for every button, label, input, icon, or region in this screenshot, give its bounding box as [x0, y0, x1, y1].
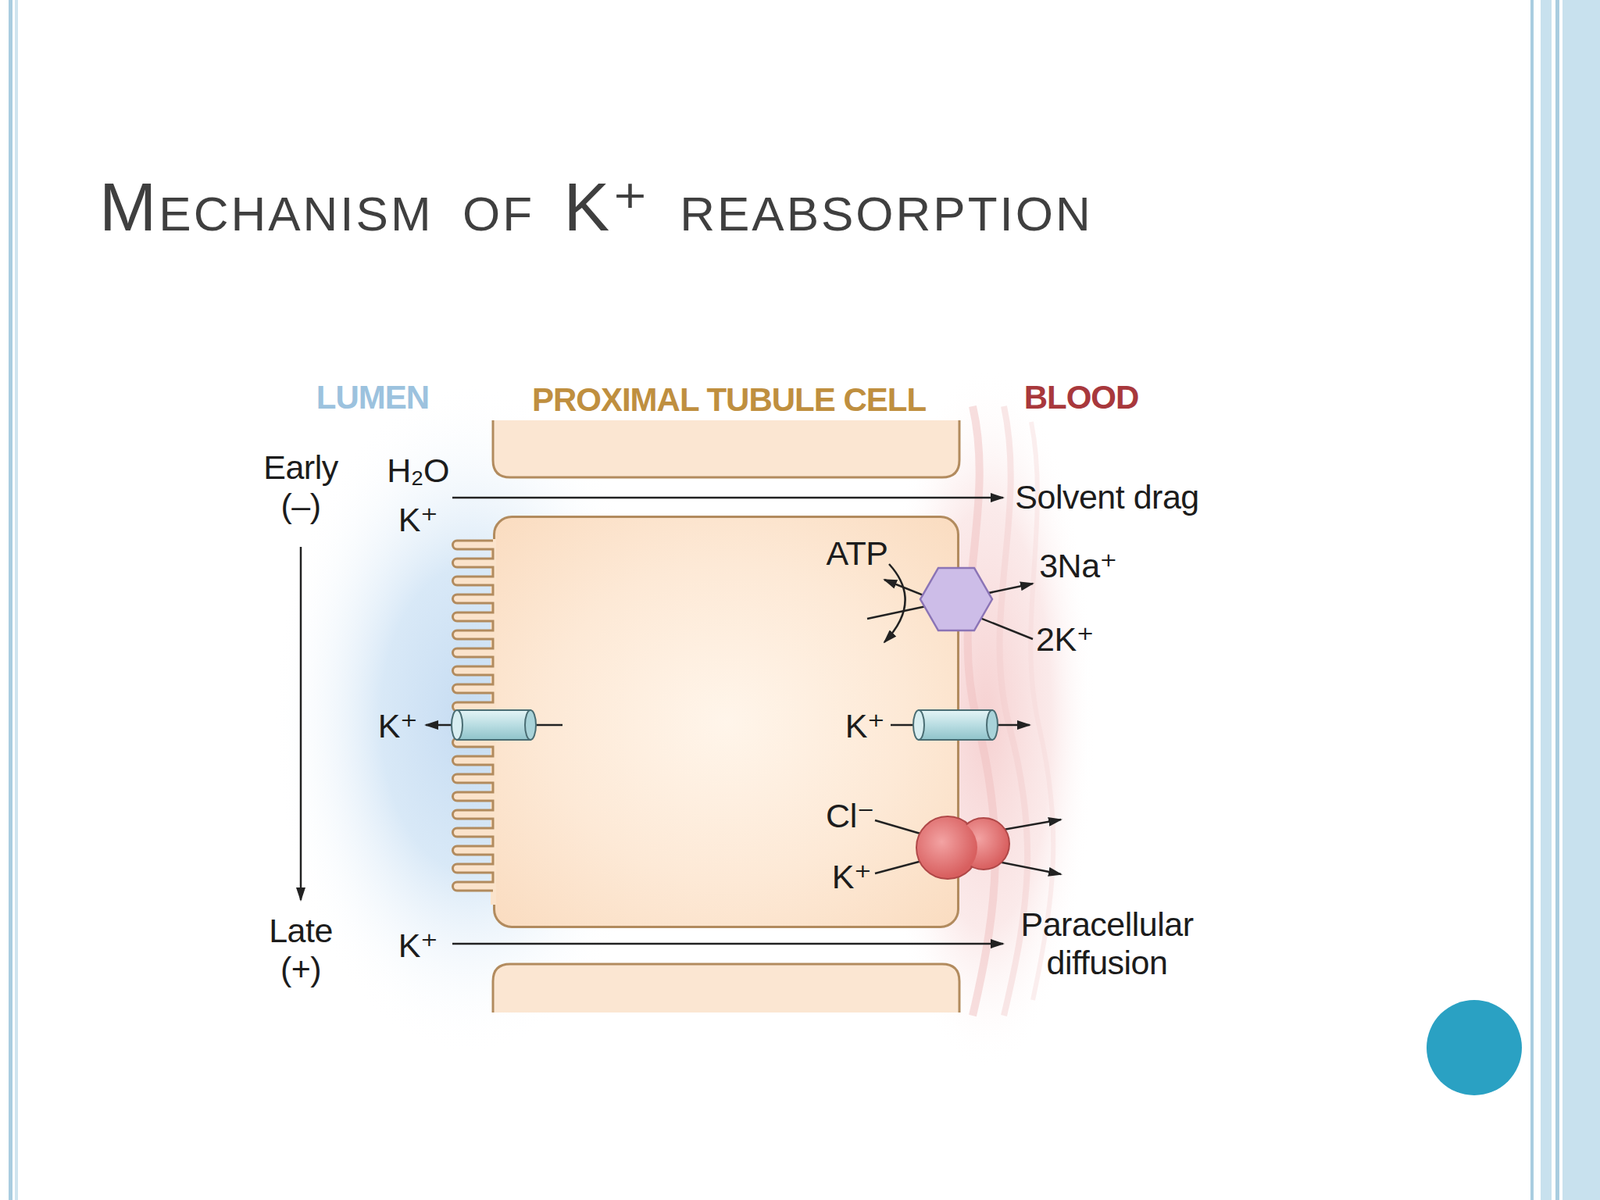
time-arrow — [300, 546, 303, 900]
ion-label: K⁺ — [378, 707, 418, 746]
kcl-cotransporter — [916, 816, 1010, 879]
neighbor-cell — [492, 420, 960, 478]
frame-stripe — [1562, 0, 1600, 1200]
ion-label: 3Na⁺ — [1039, 546, 1118, 586]
solvent-drag-arrow — [452, 496, 1004, 500]
ion-label: Cl⁻ — [825, 796, 875, 836]
cell-heading: PROXIMAL TUBULE CELL — [532, 381, 926, 419]
basolateral-k-channel — [913, 710, 998, 740]
atp-arrow — [884, 564, 906, 643]
ion-label: K⁺ — [845, 707, 885, 746]
pathway-label: Paracellular diffusion — [997, 905, 1217, 983]
decor-circle — [1426, 1000, 1522, 1096]
time-label: Early (–) — [253, 448, 348, 526]
apical-k-channel — [451, 710, 536, 740]
frame-stripe — [1540, 0, 1552, 1200]
solute-label: H₂O — [386, 451, 450, 490]
region-label: LUMEN — [316, 378, 429, 417]
ion-label: 2K⁺ — [1035, 620, 1094, 659]
region-label: BLOOD — [1024, 378, 1140, 417]
paracellular-arrow — [452, 942, 1004, 946]
neighbor-cell — [492, 964, 960, 1013]
ion-label: K⁺ — [398, 500, 438, 540]
na-k-atpase — [920, 567, 993, 631]
slide-title: Mechanism of K⁺ reabsorption — [99, 172, 1093, 242]
frame-stripe — [1555, 0, 1560, 1200]
time-label: Late (+) — [257, 911, 344, 990]
frame-stripe — [8, 0, 13, 1200]
ion-label: K⁺ — [398, 926, 438, 965]
pathway-label: Solvent drag — [1014, 478, 1199, 517]
energy-label: ATP — [826, 534, 889, 573]
frame-stripe — [1530, 0, 1534, 1200]
ion-label: K⁺ — [832, 857, 872, 897]
frame-stripe — [14, 0, 18, 1200]
tubule-cell: PROXIMAL TUBULE CELL — [492, 515, 960, 929]
